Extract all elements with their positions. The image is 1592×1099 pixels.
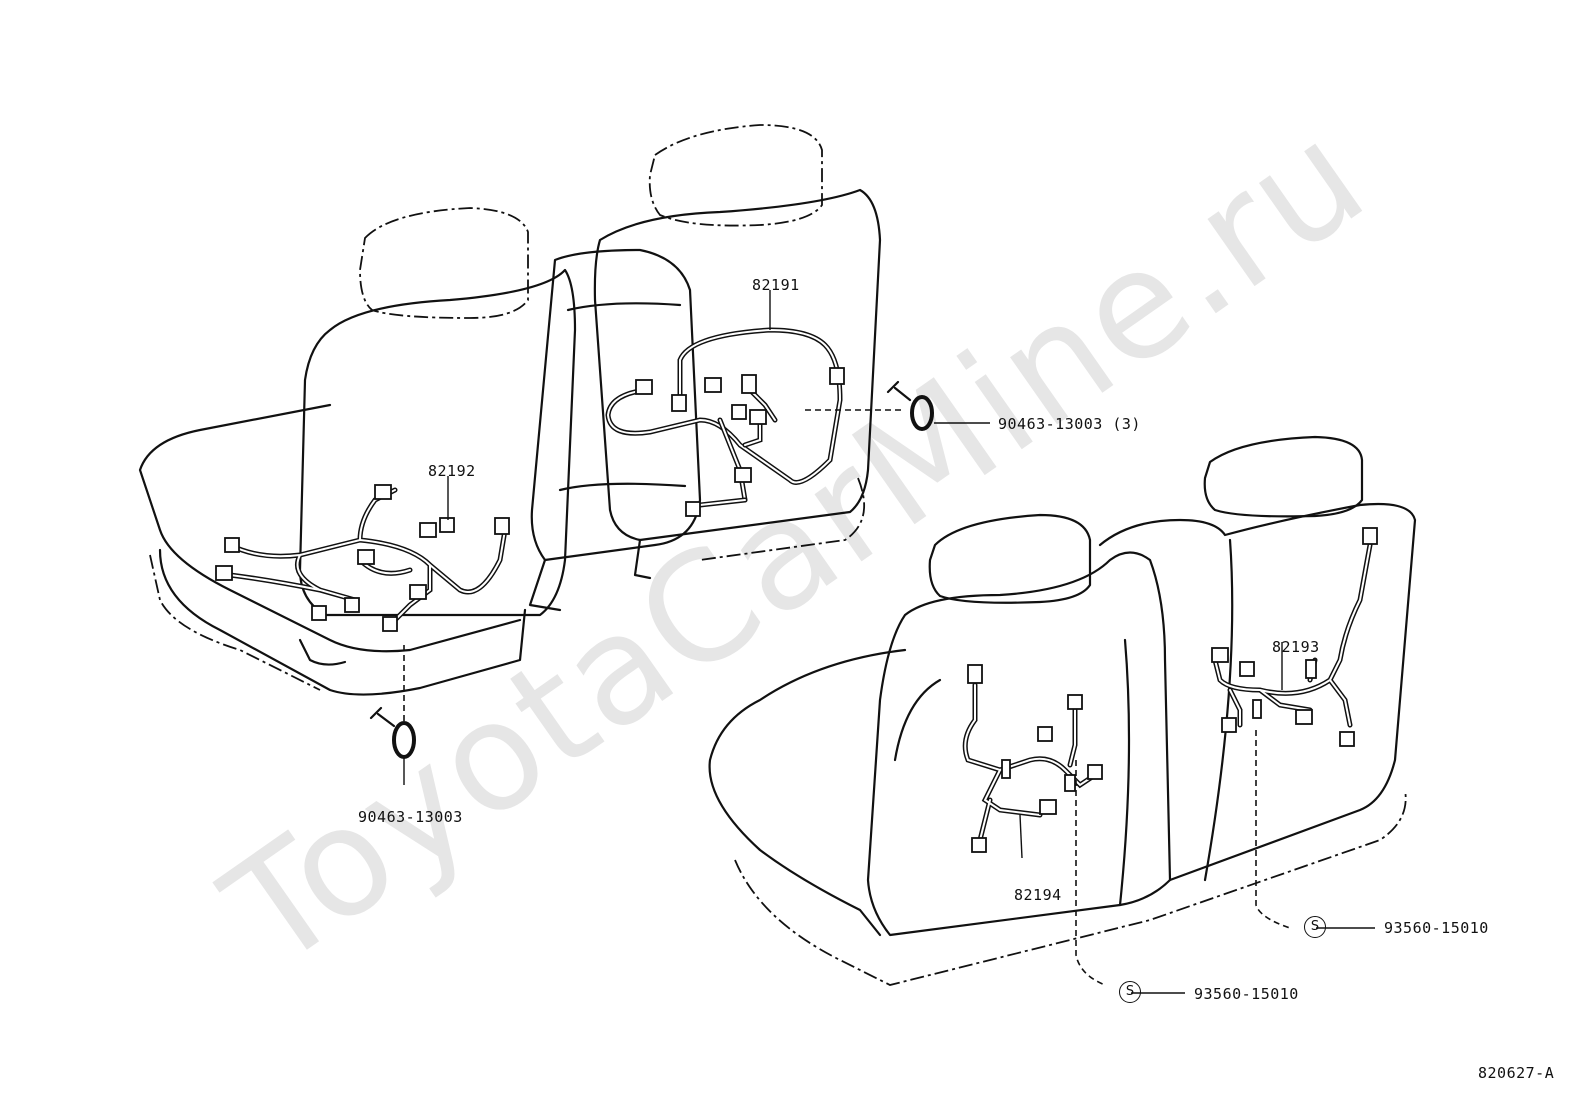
callout-82191: 82191	[752, 276, 800, 294]
callout-82194: 82194	[1014, 886, 1062, 904]
callout-clamp-upper: 90463-13003 (3)	[998, 415, 1141, 433]
front-left-seat	[138, 207, 577, 696]
screw-symbol-icon: S	[1119, 981, 1141, 1003]
harness-82192	[215, 476, 510, 632]
callout-screw-center: 93560-15010	[1194, 985, 1299, 1003]
rear-bench-seat	[708, 435, 1417, 986]
clamp-icon-lower	[369, 706, 416, 759]
harness-82194	[962, 664, 1103, 859]
screw-symbol-icon: S	[1304, 916, 1326, 938]
harness-82193	[1211, 527, 1378, 747]
figure-code: 820627-A	[1478, 1064, 1555, 1082]
callout-82192: 82192	[428, 462, 476, 480]
callout-clamp-lower: 90463-13003	[358, 808, 463, 826]
front-right-seat	[528, 124, 882, 612]
callout-screw-right: 93560-15010	[1384, 919, 1489, 937]
harness-82191	[605, 290, 845, 517]
callout-82193: 82193	[1272, 638, 1320, 656]
clamp-icon-upper	[886, 380, 934, 431]
